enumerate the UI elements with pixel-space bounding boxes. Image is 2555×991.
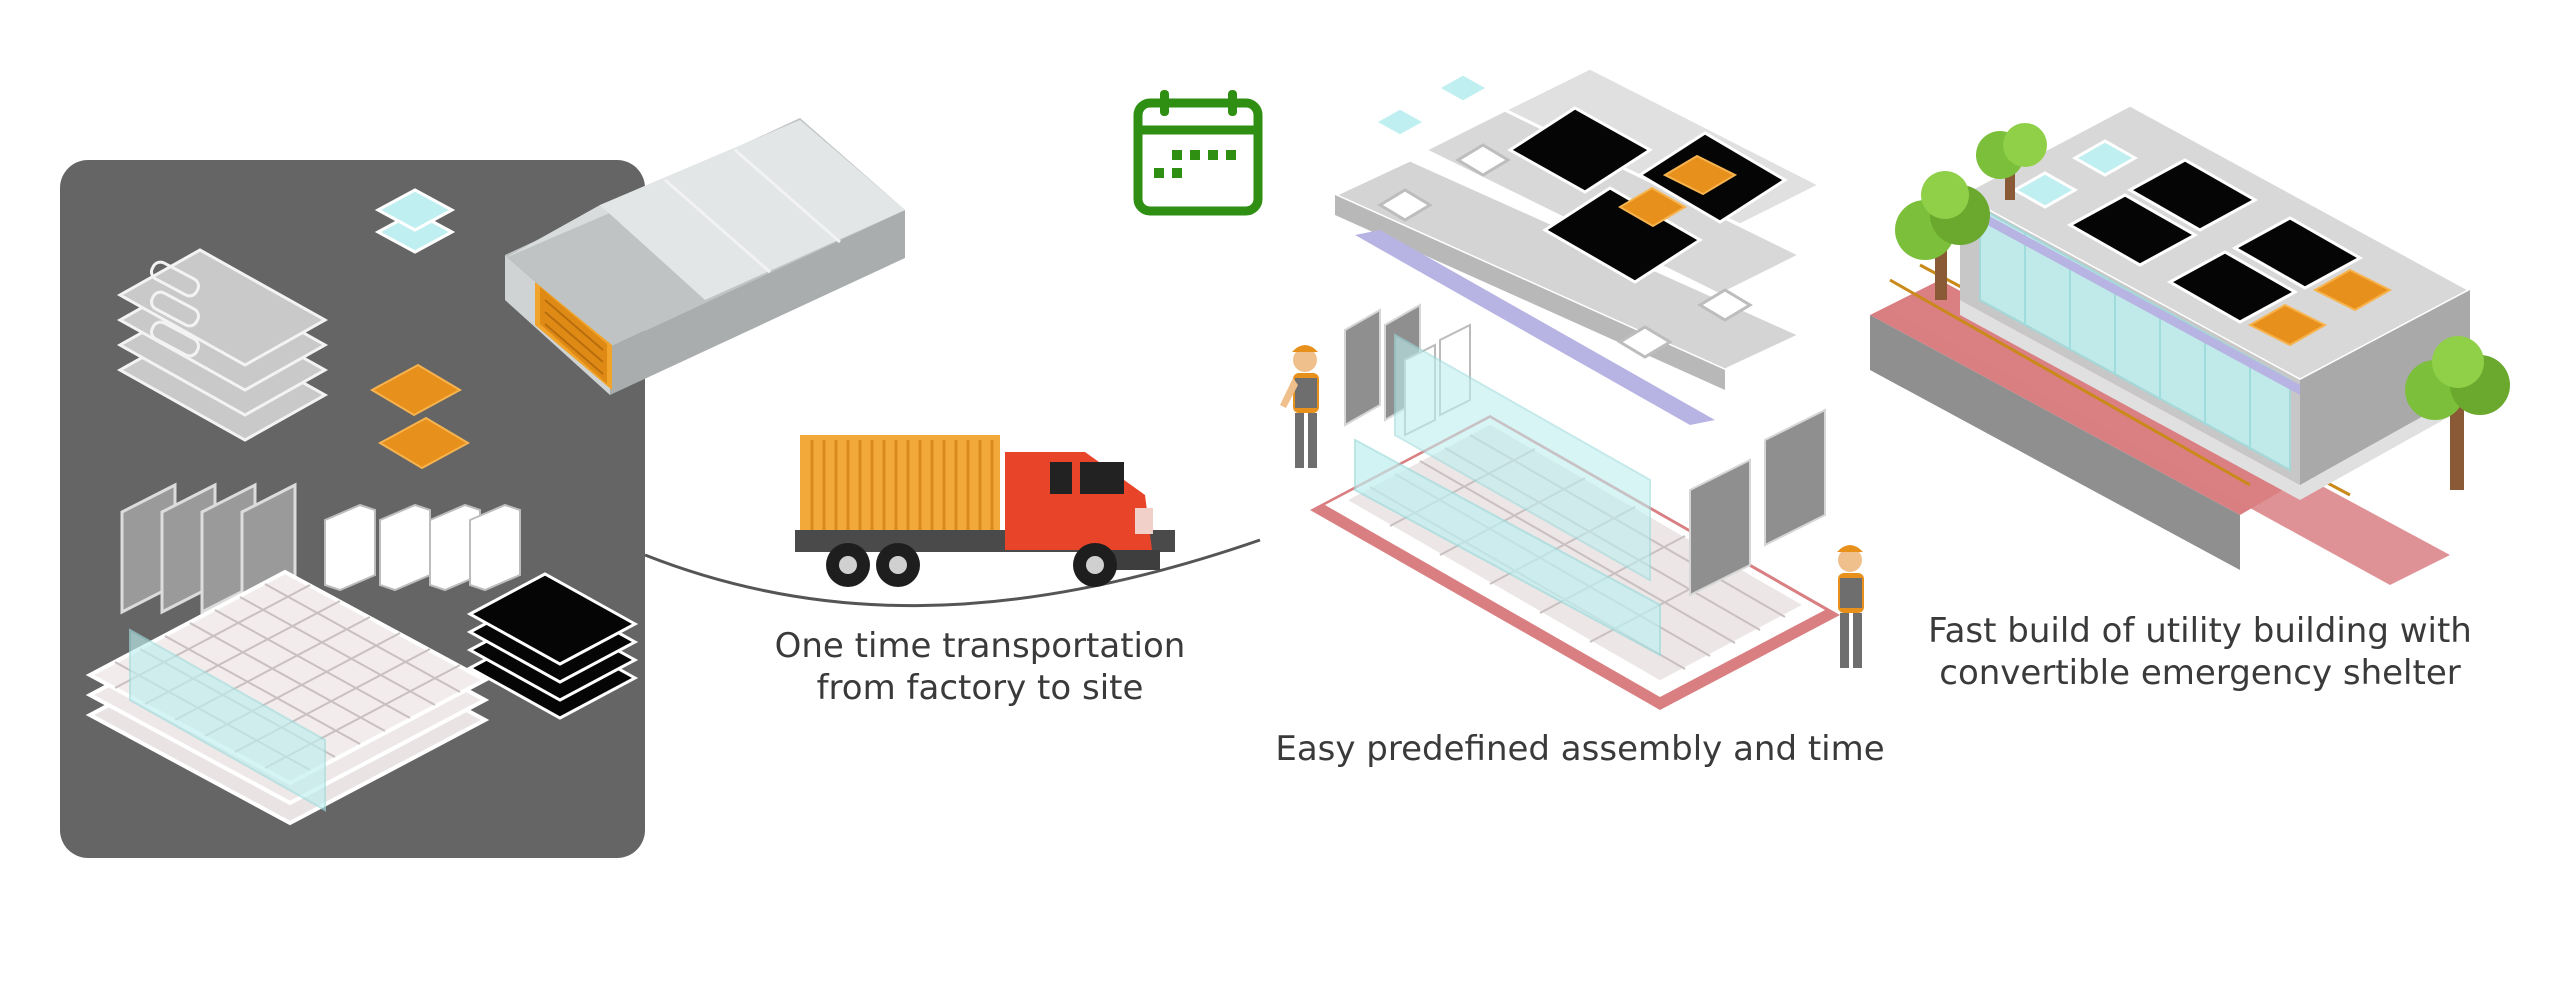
result-caption: Fast build of utility building with conv… (1900, 610, 2500, 694)
truck-icon (795, 435, 1175, 587)
transport-caption: One time transportation from factory to … (755, 625, 1205, 709)
assembly-caption-text: Easy predefined assembly and time (1275, 729, 1885, 769)
factory-illustration (60, 118, 905, 858)
building (1956, 103, 2474, 500)
warehouse-icon (505, 118, 905, 395)
transport-illustration (644, 435, 1261, 608)
roof-frames-stack (116, 248, 329, 442)
result-caption-line-1: Fast build of utility building with (1928, 611, 2472, 651)
transport-caption-line-2: from factory to site (816, 668, 1144, 708)
worker-icon (1837, 545, 1864, 668)
transport-stage (640, 400, 1280, 730)
white-modules (324, 503, 521, 592)
tree-icon (2405, 336, 2510, 490)
tree-icon (1976, 123, 2047, 200)
assembly-illustration (1280, 66, 1864, 710)
roof-windows (1377, 143, 1753, 359)
worker-icon (1280, 345, 1319, 468)
calendar-icon (1130, 88, 1270, 218)
glass-tiles (374, 188, 456, 254)
floor-tiles-stack (85, 569, 490, 826)
assembly-caption: Easy predefined assembly and time (1270, 728, 1890, 770)
factory-stage (0, 0, 920, 900)
result-illustration (1870, 103, 2510, 585)
result-stage (1830, 100, 2530, 620)
solar-panel-icon (466, 572, 639, 720)
road-line (644, 538, 1261, 608)
orange-panels (1618, 154, 1738, 228)
skylight-icons (2011, 139, 2139, 209)
orange-panels (2247, 268, 2393, 347)
orange-panels (369, 363, 471, 470)
transport-caption-line-1: One time transportation (774, 626, 1186, 666)
ramp (1870, 263, 2450, 585)
tree-icon (1895, 171, 1990, 300)
skylight-icons (1371, 72, 1492, 138)
floor-base (1310, 333, 1840, 710)
result-caption-line-2: convertible emergency shelter (1939, 653, 2461, 693)
assembly-stage (1260, 60, 1900, 730)
solar-panel-icon (2066, 158, 2364, 324)
